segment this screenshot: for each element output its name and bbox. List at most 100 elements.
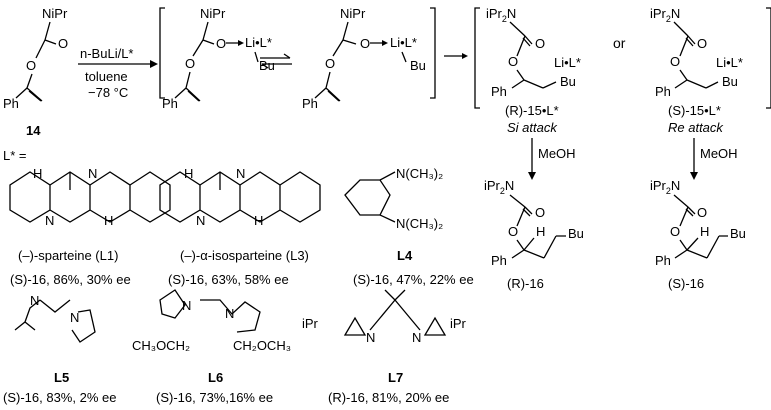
atom-o-carbonyl: O xyxy=(697,205,707,220)
atom-o-carbonyl: O xyxy=(58,36,68,51)
ligand-l6-name: L6 xyxy=(208,370,223,385)
compound-label-s16: (S)-16 xyxy=(668,276,704,291)
reaction-arrow-2 xyxy=(444,53,468,59)
compound-s16: iPr2N O O H Ph Bu (S)-16 xyxy=(650,178,746,291)
meoh-arrow-left: MeOH xyxy=(528,138,576,180)
atom-ipr: iPr xyxy=(450,316,467,331)
ligand-l3-name: (–)-α-isosparteine (L3) xyxy=(180,248,309,263)
atom-li-l: Li•L* xyxy=(716,55,743,70)
ligand-l5-result: (S)-16, 83%, 2% ee xyxy=(3,390,116,405)
atom-n: N xyxy=(366,330,375,345)
si-attack-label: Si attack xyxy=(507,120,558,135)
atom-o-ester: O xyxy=(508,54,518,69)
atom-li-l: Li•L* xyxy=(390,35,417,50)
atom-nme2: N(CH₃)₂ xyxy=(396,216,443,231)
ligand-l1-result: (S)-16, 86%, 30% ee xyxy=(10,272,131,287)
atom-ch3och2: CH₃OCH₂ xyxy=(132,338,190,353)
compound-14: NiPr O O Ph 14 xyxy=(3,6,68,138)
atom-o-ester: O xyxy=(508,224,518,239)
atom-n: N xyxy=(45,213,54,228)
atom-h: H xyxy=(700,224,709,239)
atom-bu: Bu xyxy=(560,74,576,89)
ligand-l1-structure: N N H H xyxy=(9,166,171,228)
ligand-l6-structure: N N xyxy=(159,289,261,333)
atom-n: N xyxy=(30,293,39,308)
re-attack-label: Re attack xyxy=(668,120,724,135)
atom-ph: Ph xyxy=(162,96,178,111)
atom-h: H xyxy=(536,224,545,239)
atom-ch2och3: CH₂OCH₃ xyxy=(233,338,291,353)
compound-label-r16: (R)-16 xyxy=(507,276,544,291)
atom-ipr: iPr xyxy=(302,316,319,331)
atom-bu: Bu xyxy=(259,58,275,73)
atom-ph: Ph xyxy=(491,253,507,268)
compound-r16: iPr2N O O H Ph Bu (R)-16 xyxy=(484,178,584,291)
atom-n: N xyxy=(196,213,205,228)
atom-n: N xyxy=(70,310,79,325)
atom-ipr2n: iPr2N xyxy=(650,178,680,196)
atom-ph: Ph xyxy=(655,253,671,268)
atom-o-carbonyl: O xyxy=(535,205,545,220)
atom-o-carbonyl: O xyxy=(360,36,370,51)
ligand-l5-name: L5 xyxy=(54,370,69,385)
reaction-arrow-1: n-BuLi/L* toluene −78 °C xyxy=(78,46,158,100)
atom-o-ester: O xyxy=(670,54,680,69)
atom-li-l: Li•L* xyxy=(554,55,581,70)
ligand-l4-result: (S)-16, 47%, 22% ee xyxy=(353,272,474,287)
atom-bu: Bu xyxy=(410,58,426,73)
atom-ph: Ph xyxy=(655,84,671,99)
temperature-text: −78 °C xyxy=(88,85,128,100)
atom-ipr2n: iPr2N xyxy=(484,178,514,196)
atom-h: H xyxy=(104,213,113,228)
atom-h: H xyxy=(184,166,193,181)
atom-nipr2: NiPr xyxy=(200,6,226,21)
ligand-l7-structure: iPr iPr N N xyxy=(302,289,467,345)
atom-ph: Ph xyxy=(491,84,507,99)
atom-o-ester: O xyxy=(325,56,335,71)
ligand-l4-structure: N(CH₃)₂ N(CH₃)₂ xyxy=(344,166,443,231)
ligand-l3-result: (S)-16, 63%, 58% ee xyxy=(168,272,289,287)
atom-o-carbonyl: O xyxy=(697,36,707,51)
compound-label-s15: (S)-15•L* xyxy=(668,103,721,118)
atom-bu: Bu xyxy=(568,226,584,241)
atom-o-carbonyl: O xyxy=(535,36,545,51)
meoh-arrow-right: MeOH xyxy=(690,138,738,180)
atom-n: N xyxy=(236,166,245,181)
compound-r15: iPr2N O O Li•L* Ph Bu (R)-15•L* Si attac… xyxy=(486,6,581,135)
ligand-l6-result: (S)-16, 73%,16% ee xyxy=(156,390,273,405)
meoh-label: MeOH xyxy=(538,146,576,161)
reagent-text: n-BuLi/L* xyxy=(80,46,133,61)
atom-o-ester: O xyxy=(670,224,680,239)
atom-ipr2n: iPr2N xyxy=(650,6,680,24)
compound-label-14: 14 xyxy=(26,123,41,138)
atom-ipr2n: iPr2N xyxy=(486,6,516,24)
atom-n: N xyxy=(225,306,234,321)
atom-ph: Ph xyxy=(3,96,19,111)
atom-nipr2: NiPr xyxy=(42,6,68,21)
atom-bu: Bu xyxy=(730,226,746,241)
ligand-l4-name: L4 xyxy=(397,248,413,263)
atom-ph: Ph xyxy=(302,96,318,111)
atom-o-carbonyl: O xyxy=(216,36,226,51)
equilibrium-arrows xyxy=(260,53,292,69)
or-text: or xyxy=(613,35,626,51)
complex-a: NiPr O O Ph Li•L* Bu xyxy=(162,6,275,111)
meoh-label: MeOH xyxy=(700,146,738,161)
ligand-l3-structure: N N H H xyxy=(159,166,321,228)
compound-label-r15: (R)-15•L* xyxy=(505,103,559,118)
atom-n: N xyxy=(412,330,421,345)
atom-o-ester: O xyxy=(26,58,36,73)
atom-li-l: Li•L* xyxy=(245,35,272,50)
atom-h: H xyxy=(33,166,42,181)
atom-bu: Bu xyxy=(722,74,738,89)
atom-o-ester: O xyxy=(185,56,195,71)
atom-nipr2: NiPr xyxy=(340,6,366,21)
ligand-l1-name: (–)-sparteine (L1) xyxy=(18,248,118,263)
compound-s15: iPr2N O O Li•L* Ph Bu (S)-15•L* Re attac… xyxy=(650,6,743,135)
solvent-text: toluene xyxy=(85,69,128,84)
ligand-l5-structure: N N xyxy=(14,293,96,343)
atom-n: N xyxy=(88,166,97,181)
complex-b: NiPr O O Ph Li•L* Bu xyxy=(302,6,426,111)
ligand-l7-result: (R)-16, 81%, 20% ee xyxy=(328,390,449,405)
ligand-l7-name: L7 xyxy=(388,370,403,385)
